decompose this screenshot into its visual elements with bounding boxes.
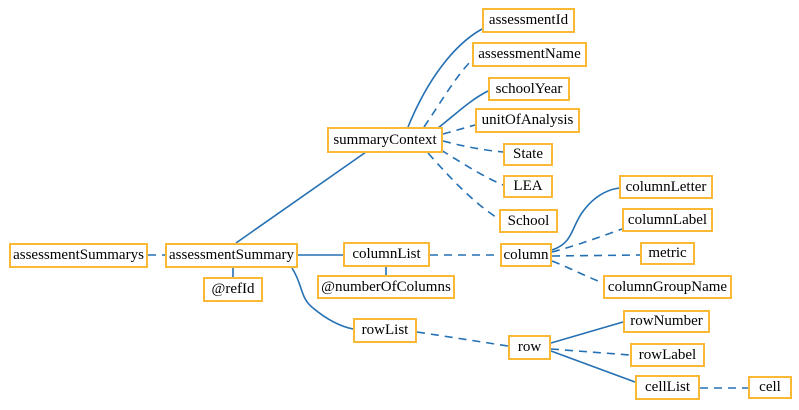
node-metric[interactable]: metric xyxy=(640,242,695,265)
edge-summaryContext-schoolYear xyxy=(437,90,489,129)
edge-column-columnLabel xyxy=(551,228,623,253)
edge-row-rowNumber xyxy=(550,321,624,344)
node-assessmentName[interactable]: assessmentName xyxy=(472,42,587,67)
node-column[interactable]: column xyxy=(500,243,552,267)
node-rowLabel[interactable]: rowLabel xyxy=(630,343,705,367)
edge-summaryContext-school xyxy=(427,152,500,220)
edge-assessmentSummary-rowList xyxy=(291,267,354,330)
node-school[interactable]: School xyxy=(499,209,558,233)
edge-summaryContext-assessmentId xyxy=(407,28,483,128)
node-rowNumber[interactable]: rowNumber xyxy=(623,310,710,333)
edge-row-cellList xyxy=(550,350,636,383)
edge-assessmentSummary-summaryContext xyxy=(235,151,367,244)
node-rowList[interactable]: rowList xyxy=(353,318,417,343)
node-lea[interactable]: LEA xyxy=(503,175,553,198)
edge-row-rowLabel xyxy=(550,348,631,356)
node-summaryContext[interactable]: summaryContext xyxy=(327,127,443,153)
node-columnLabel[interactable]: columnLabel xyxy=(622,208,713,232)
edge-rowList-row xyxy=(416,331,509,347)
edge-column-columnGroupName xyxy=(551,260,604,284)
edge-summaryContext-lea xyxy=(440,149,504,186)
node-numberOfColumns-attribute[interactable]: @numberOfColumns xyxy=(317,275,455,299)
edge-column-metric xyxy=(551,254,641,257)
node-columnLetter[interactable]: columnLetter xyxy=(619,175,713,199)
node-row[interactable]: row xyxy=(508,335,551,360)
edge-summaryContext-unitOfAnalysis xyxy=(442,124,476,135)
edge-summaryContext-state xyxy=(442,140,504,153)
node-unitOfAnalysis[interactable]: unitOfAnalysis xyxy=(475,108,580,133)
node-assessmentSummary[interactable]: assessmentSummary xyxy=(165,243,298,268)
node-cell[interactable]: cell xyxy=(748,376,792,399)
node-columnList[interactable]: columnList xyxy=(343,242,430,267)
node-assessmentSummarys[interactable]: assessmentSummarys xyxy=(9,243,148,268)
node-schoolYear[interactable]: schoolYear xyxy=(488,77,570,101)
node-cellList[interactable]: cellList xyxy=(635,375,700,400)
node-columnGroupName[interactable]: columnGroupName xyxy=(603,275,732,299)
edge-summaryContext-assessmentName xyxy=(423,59,473,128)
node-refId-attribute[interactable]: @refId xyxy=(203,277,263,302)
edge-column-columnLetter xyxy=(551,187,620,251)
node-assessmentId[interactable]: assessmentId xyxy=(482,8,575,33)
node-state[interactable]: State xyxy=(503,143,553,166)
